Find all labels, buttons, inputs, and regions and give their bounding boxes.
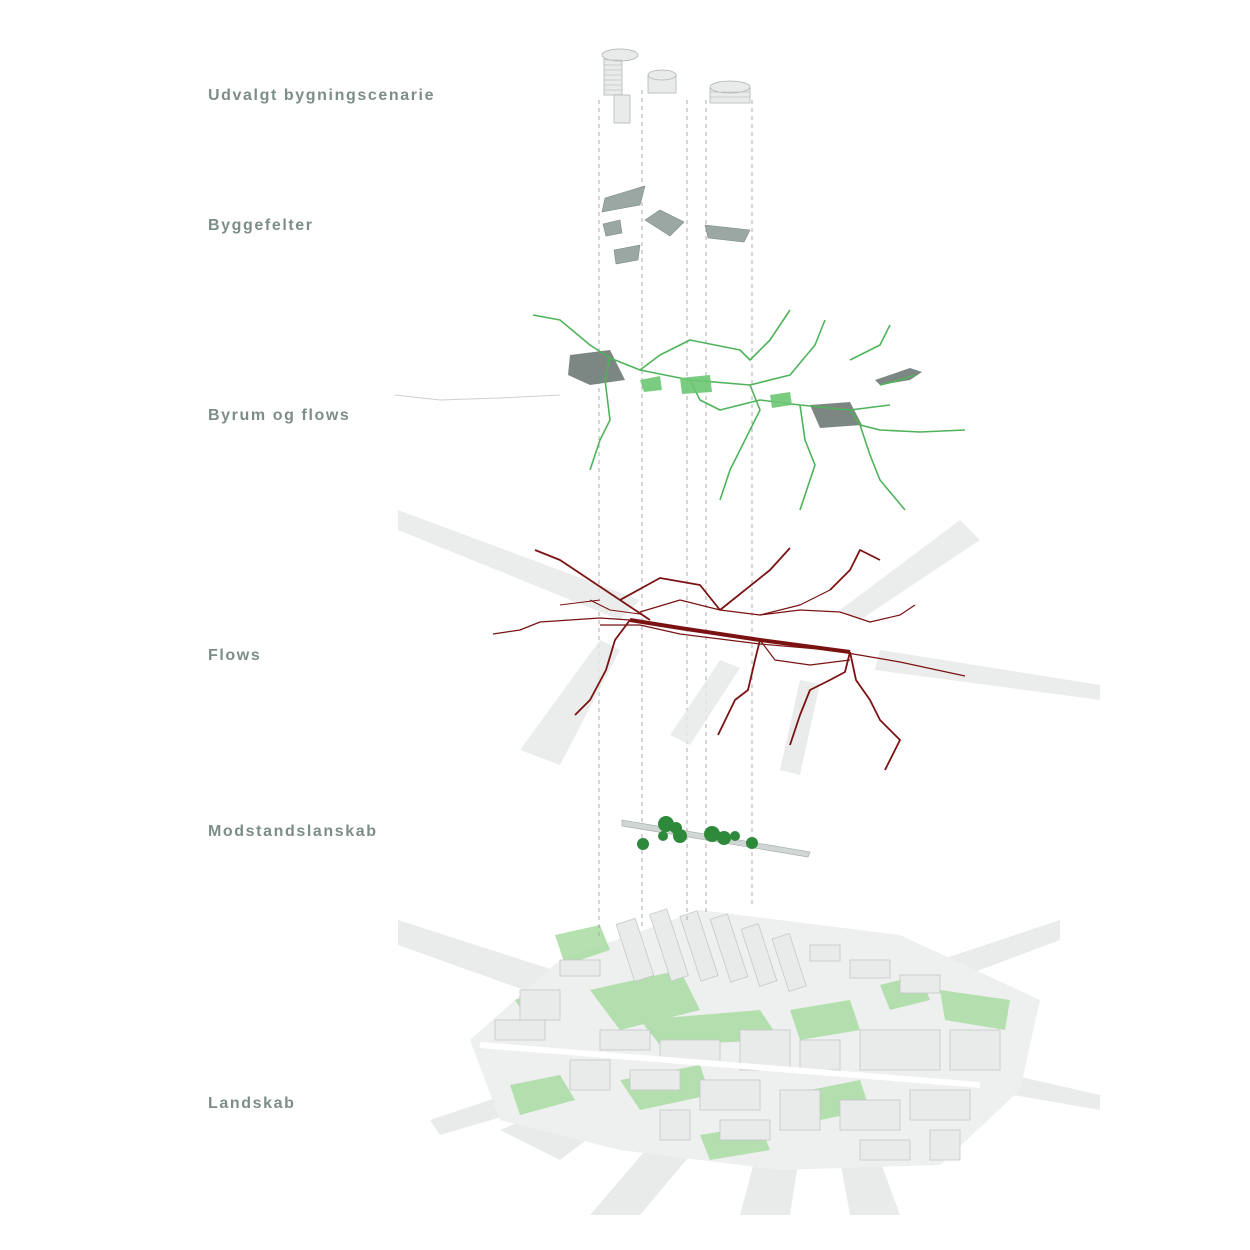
layer-label-flows: Flows (208, 647, 262, 664)
tower-3 (709, 80, 751, 104)
plots-layer (601, 185, 751, 265)
plot-4 (704, 224, 751, 243)
landscape-layer (398, 908, 1100, 1215)
plaza-far-right (875, 368, 922, 385)
flows-view-wedges (398, 510, 1100, 775)
vertical-guide-lines (598, 90, 753, 940)
urban-spaces-layer (394, 309, 966, 511)
layer-label-resistance: Modstandslanskab (208, 823, 378, 840)
buildings-layer (601, 48, 751, 124)
plot-2 (602, 219, 623, 237)
green-network (532, 309, 966, 511)
layer-label-urban-spaces: Byrum og flows (208, 407, 351, 424)
flow-lines (492, 547, 966, 771)
plot-3 (644, 209, 685, 237)
plaza-left (568, 350, 625, 385)
plaza-right (810, 402, 862, 428)
faint-path (394, 394, 561, 401)
main-road (479, 1042, 981, 1088)
layer-label-plots: Byggefelter (208, 217, 314, 234)
flows-layer (398, 510, 1100, 775)
tower-1 (601, 48, 639, 124)
building-blocks (494, 908, 1001, 1161)
plot-1 (601, 185, 646, 213)
tower-2 (647, 69, 677, 94)
layer-label-buildings: Udvalgt bygningscenarie (208, 87, 436, 104)
green-patches (640, 375, 792, 408)
plot-5 (613, 244, 641, 265)
trees (637, 816, 758, 850)
layer-label-landscape: Landskab (208, 1095, 296, 1112)
resistance-layer (621, 816, 811, 858)
